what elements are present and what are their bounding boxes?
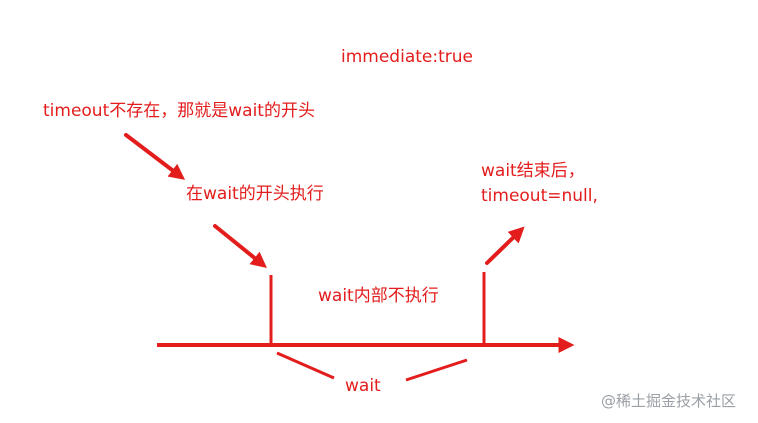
- diagram-title: immediate:true: [341, 47, 473, 67]
- wait-span-label: wait: [345, 376, 381, 396]
- wait-inside-label: wait内部不执行: [318, 286, 439, 306]
- arrow-to-start-label: [124, 133, 186, 180]
- wait-span-right-stroke: [405, 358, 468, 382]
- run-at-start-label: 在wait的开头执行: [186, 184, 324, 204]
- arrow-to-wait-start: [213, 224, 267, 269]
- after-wait-label-line1: wait结束后，: [481, 161, 585, 181]
- arrow-to-after-wait-label: [485, 226, 525, 265]
- watermark: @稀土掘金技术社区: [601, 392, 736, 410]
- timeout-missing-label: timeout不存在，那就是wait的开头: [43, 101, 315, 121]
- wait-span-left-stroke: [276, 351, 335, 380]
- after-wait-label-line2: timeout=null,: [481, 186, 598, 206]
